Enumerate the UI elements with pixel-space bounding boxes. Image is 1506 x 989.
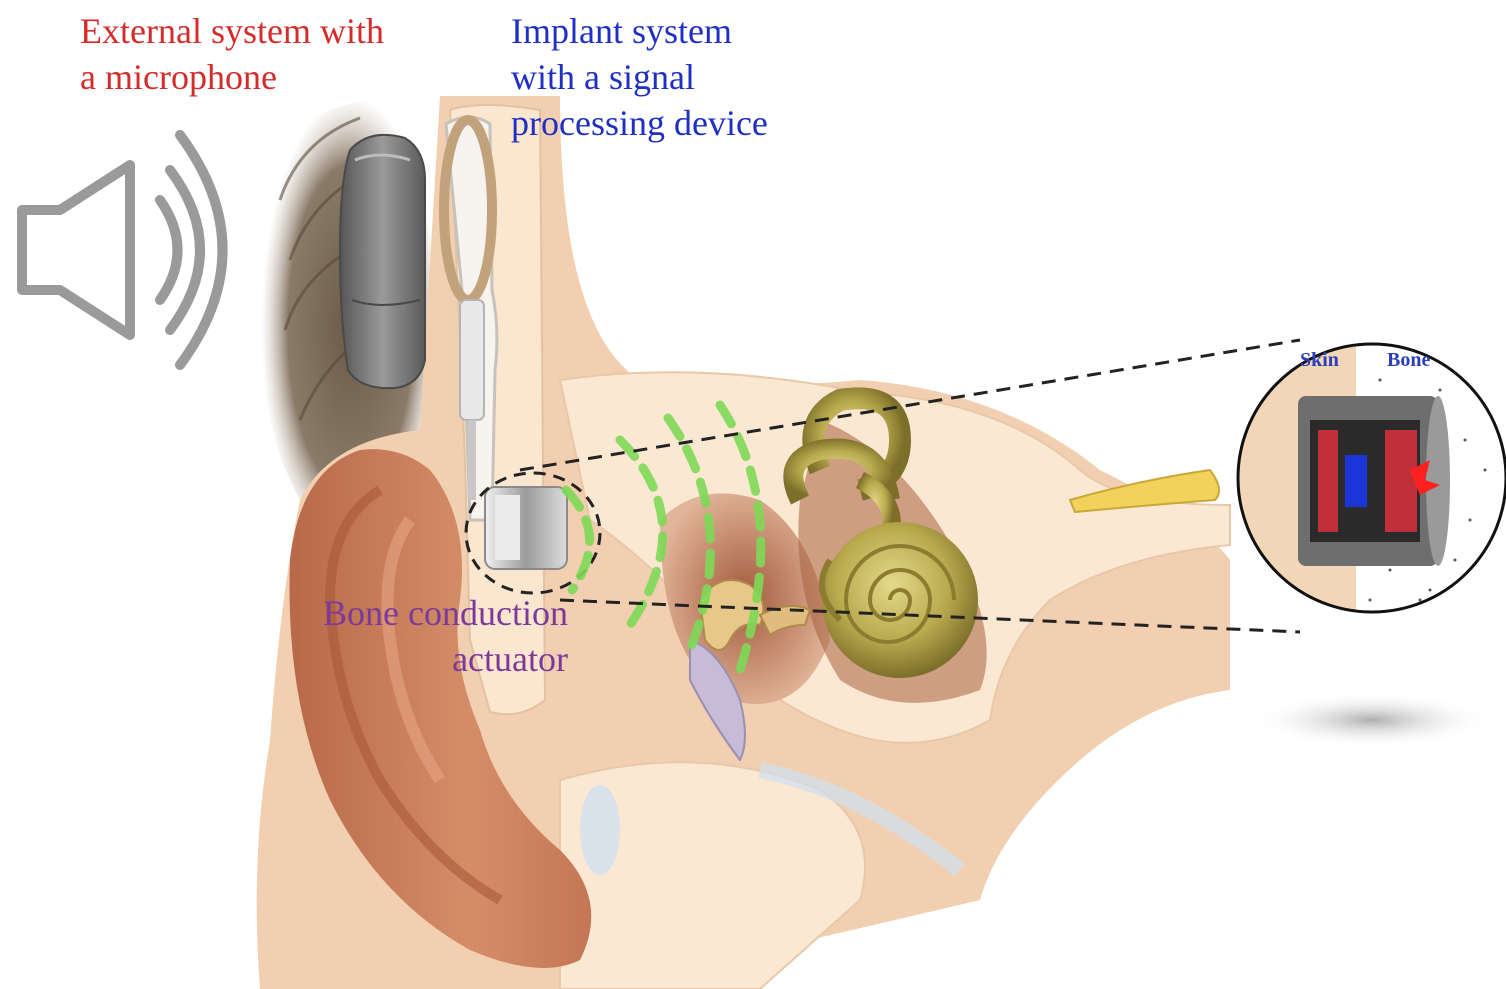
external-system-label-line-1: External system with [80,8,384,54]
speaker-icon [22,135,223,365]
external-device-icon [340,135,425,388]
implant-system-label-line-1: Implant system [511,8,768,54]
inset-shadow [1252,692,1492,748]
inset-magnified-view [1236,342,1506,614]
inset-bone-label: Bone [1387,348,1430,372]
implant-system-label: Implant system with a signal processing … [511,8,768,146]
external-system-label-line-2: a microphone [80,54,384,100]
actuator-label-line-2: actuator [306,636,568,682]
implant-system-label-line-2: with a signal [511,54,768,100]
external-system-label: External system with a microphone [80,8,384,100]
implant-system-label-line-3: processing device [511,100,768,146]
inset-skin-label: Skin [1300,348,1339,372]
actuator-icon [485,487,567,569]
actuator-label-line-1: Bone conduction [306,590,568,636]
actuator-label: Bone conduction actuator [306,590,568,682]
